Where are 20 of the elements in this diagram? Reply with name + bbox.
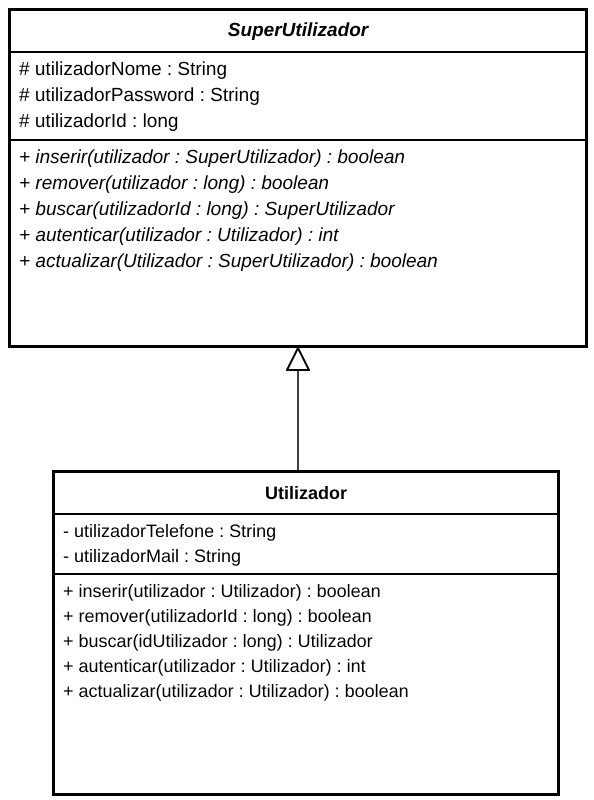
class-name: Utilizador bbox=[264, 482, 347, 504]
class-box bbox=[8, 8, 588, 348]
attribute-text: # utilizadorNome : String bbox=[19, 58, 228, 82]
attribute-text: # utilizadorPassword : String bbox=[19, 84, 261, 108]
method-text: + actualizar(Utilizador : SuperUtilizador) : boolean bbox=[19, 250, 439, 274]
method-text: + autenticar(utilizador : Utilizador) : int bbox=[19, 224, 340, 248]
class-box bbox=[52, 470, 560, 796]
method-text: + buscar(utilizadorId : long) : SuperUtilizador bbox=[19, 198, 396, 222]
method-text: + inserir(utilizador : Utilizador) : boolean bbox=[63, 580, 382, 603]
inheritance-arrow bbox=[286, 347, 310, 470]
method-text: + remover(utilizador : long) : boolean bbox=[19, 172, 330, 196]
class-name: SuperUtilizador bbox=[228, 20, 368, 42]
method-text: + buscar(idUtilizador : long) : Utilizador bbox=[63, 630, 374, 653]
method-text: + actualizar(utilizador : Utilizador) : boolean bbox=[63, 680, 410, 703]
attribute-text: - utilizadorTelefone : String bbox=[63, 520, 278, 543]
method-text: + autenticar(utilizador : Utilizador) : int bbox=[63, 655, 367, 678]
attribute-text: # utilizadorId : long bbox=[19, 110, 180, 134]
method-text: + inserir(utilizador : SuperUtilizador) : boolean bbox=[19, 146, 406, 170]
method-text: + remover(utilizadorId : long) : boolean bbox=[63, 605, 373, 628]
attribute-text: - utilizadorMail : String bbox=[63, 545, 242, 568]
